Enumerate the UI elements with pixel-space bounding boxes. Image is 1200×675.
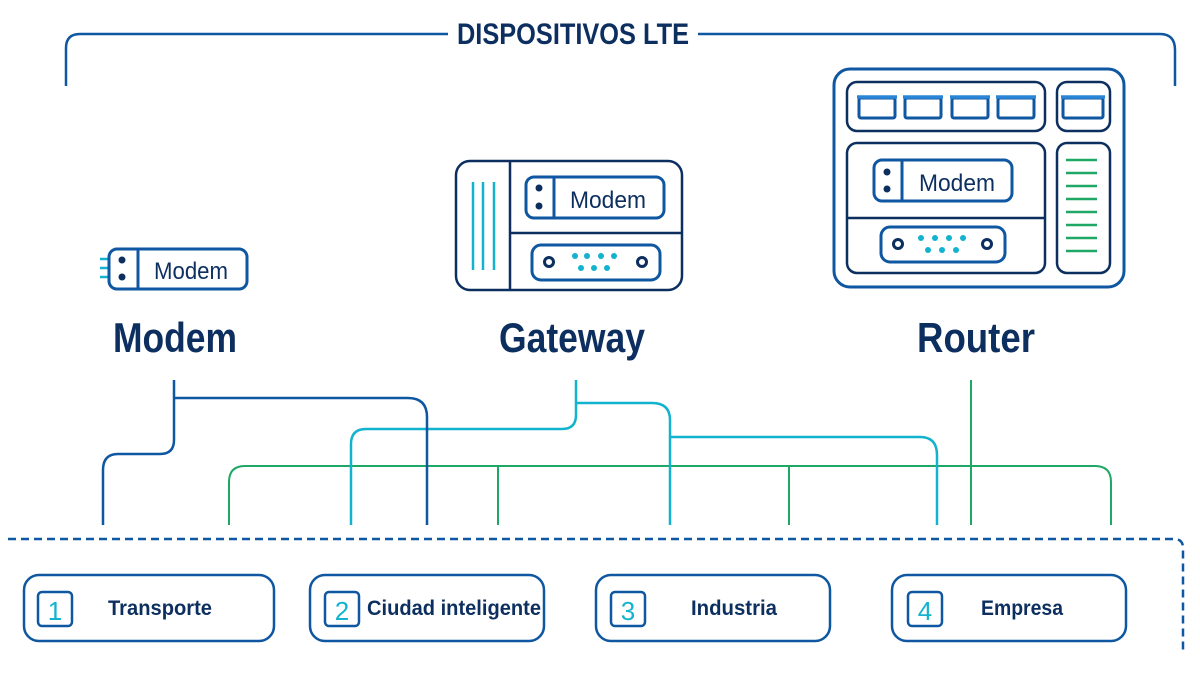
sectors-dashed-border [8, 537, 1185, 652]
modem-chip-label: Modem [154, 258, 228, 285]
router-device-icon: Modem [832, 67, 1126, 289]
sector-number: 4 [918, 596, 932, 626]
gateway-connections [349, 380, 939, 525]
status-led-lines [1066, 158, 1097, 253]
modem-connections [101, 380, 429, 525]
sector-label: Industria [691, 597, 777, 620]
ethernet-ports [857, 96, 1105, 120]
router-chip-label: Modem [919, 170, 995, 197]
device-label-gateway: Gateway [499, 314, 646, 361]
modem-device-icon: Modem [100, 247, 249, 291]
top-bracket-left [64, 32, 448, 86]
sector-number: 1 [48, 596, 62, 626]
sector-card-ciudad-inteligente[interactable]: 2 Ciudad inteligente [308, 573, 546, 643]
gateway-device-icon: Modem [454, 159, 684, 292]
sector-card-empresa[interactable]: 4 Empresa [890, 573, 1128, 643]
sector-number: 3 [621, 596, 635, 626]
top-bracket-right [698, 32, 1177, 86]
sector-label: Empresa [981, 597, 1063, 620]
sector-card-transporte[interactable]: 1 Transporte [22, 573, 276, 643]
device-label-modem: Modem [113, 314, 237, 361]
sector-card-industria[interactable]: 3 Industria [594, 573, 832, 643]
sector-number: 2 [335, 596, 349, 626]
sector-label: Ciudad inteligente [367, 597, 541, 620]
device-label-router: Router [917, 314, 1035, 361]
diagram-title: DISPOSITIVOS LTE [457, 18, 689, 51]
gateway-chip-label: Modem [570, 187, 646, 214]
sector-label: Transporte [108, 597, 212, 620]
